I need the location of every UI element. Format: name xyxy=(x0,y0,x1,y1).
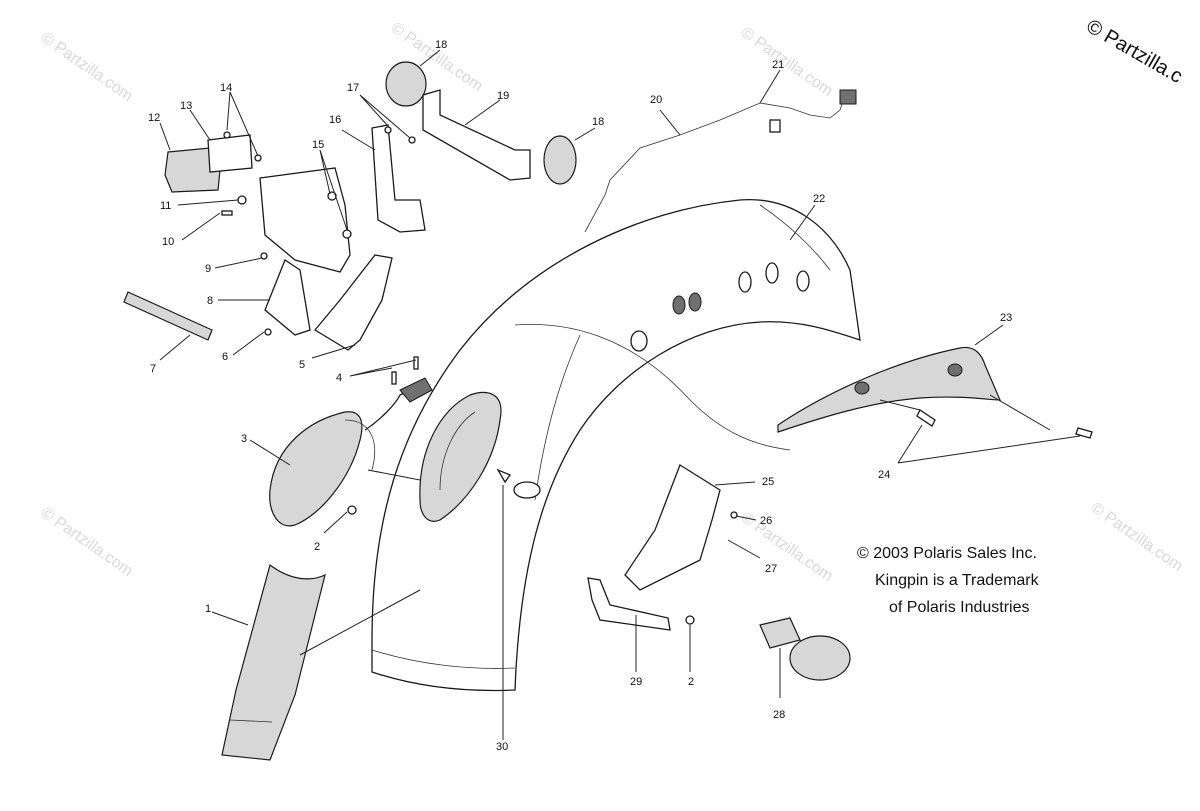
callout-11: 11 xyxy=(160,200,171,212)
copyright-block: © 2003 Polaris Sales Inc. Kingpin is a T… xyxy=(857,545,1040,616)
watermark: © Partzilla.com xyxy=(738,24,836,100)
callout-12: 12 xyxy=(148,112,160,124)
corner-brand: © Partzilla.c xyxy=(1083,15,1187,88)
copyright-line: © 2003 Polaris Sales Inc. xyxy=(857,545,1037,562)
reflector-strip xyxy=(123,291,213,341)
watermark: © Partzilla.com xyxy=(1088,499,1186,575)
callout-4: 4 xyxy=(336,372,342,384)
callout-18b: 18 xyxy=(592,116,604,128)
callout-26: 26 xyxy=(760,515,772,527)
callout-14: 14 xyxy=(220,82,232,94)
callout-30: 30 xyxy=(496,741,508,753)
callout-3: 3 xyxy=(241,433,247,445)
lower-brackets xyxy=(264,254,393,351)
reflector-bracket xyxy=(422,89,531,181)
callout-24: 24 xyxy=(878,469,890,481)
callout-1: 1 xyxy=(205,603,211,615)
license-plate-bracket xyxy=(259,167,351,273)
callout-17: 17 xyxy=(347,82,359,94)
callout-10: 10 xyxy=(162,236,174,248)
callout-22: 22 xyxy=(813,193,825,205)
rail-cover xyxy=(777,346,1001,433)
callout-20: 20 xyxy=(650,94,662,106)
callout-2: 2 xyxy=(314,541,320,553)
callout-2b: 2 xyxy=(688,676,694,688)
callout-5: 5 xyxy=(299,359,305,371)
callout-6: 6 xyxy=(222,351,228,363)
bolts-24 xyxy=(916,409,1093,439)
callout-19: 19 xyxy=(497,90,509,102)
callout-21: 21 xyxy=(772,59,784,71)
reflectors xyxy=(385,61,577,185)
callout-18: 18 xyxy=(435,39,447,51)
callout-8: 8 xyxy=(207,295,213,307)
callout-16: 16 xyxy=(329,114,341,126)
marker-light xyxy=(759,617,851,681)
wiring-harness xyxy=(584,89,857,233)
callout-15: 15 xyxy=(312,139,324,151)
watermark: © Partzilla.com xyxy=(38,504,136,580)
watermark: © Partzilla.com xyxy=(738,509,836,585)
trademark-line-1: Kingpin is a Trademark xyxy=(875,572,1040,589)
callout-9: 9 xyxy=(205,263,211,275)
fasteners xyxy=(221,126,738,625)
callout-23: 23 xyxy=(1000,312,1012,324)
rear-fender xyxy=(371,199,861,692)
tail-light-assembly xyxy=(269,377,433,527)
callout-27: 27 xyxy=(765,563,777,575)
lower-right-brackets xyxy=(587,464,721,631)
trademark-line-2: of Polaris Industries xyxy=(889,599,1030,616)
fender-trim xyxy=(221,563,326,761)
leader-lines xyxy=(159,49,1081,740)
license-lamp xyxy=(164,134,253,193)
callout-28: 28 xyxy=(773,709,785,721)
callout-labels: 1 2 2 3 4 5 6 7 8 9 10 11 12 13 14 15 16… xyxy=(148,39,1012,753)
watermark: © Partzilla.com xyxy=(38,29,136,105)
license-bracket xyxy=(371,124,426,233)
callout-7: 7 xyxy=(150,363,156,375)
callout-25: 25 xyxy=(762,476,774,488)
callout-13: 13 xyxy=(180,100,192,112)
callout-29: 29 xyxy=(630,676,642,688)
